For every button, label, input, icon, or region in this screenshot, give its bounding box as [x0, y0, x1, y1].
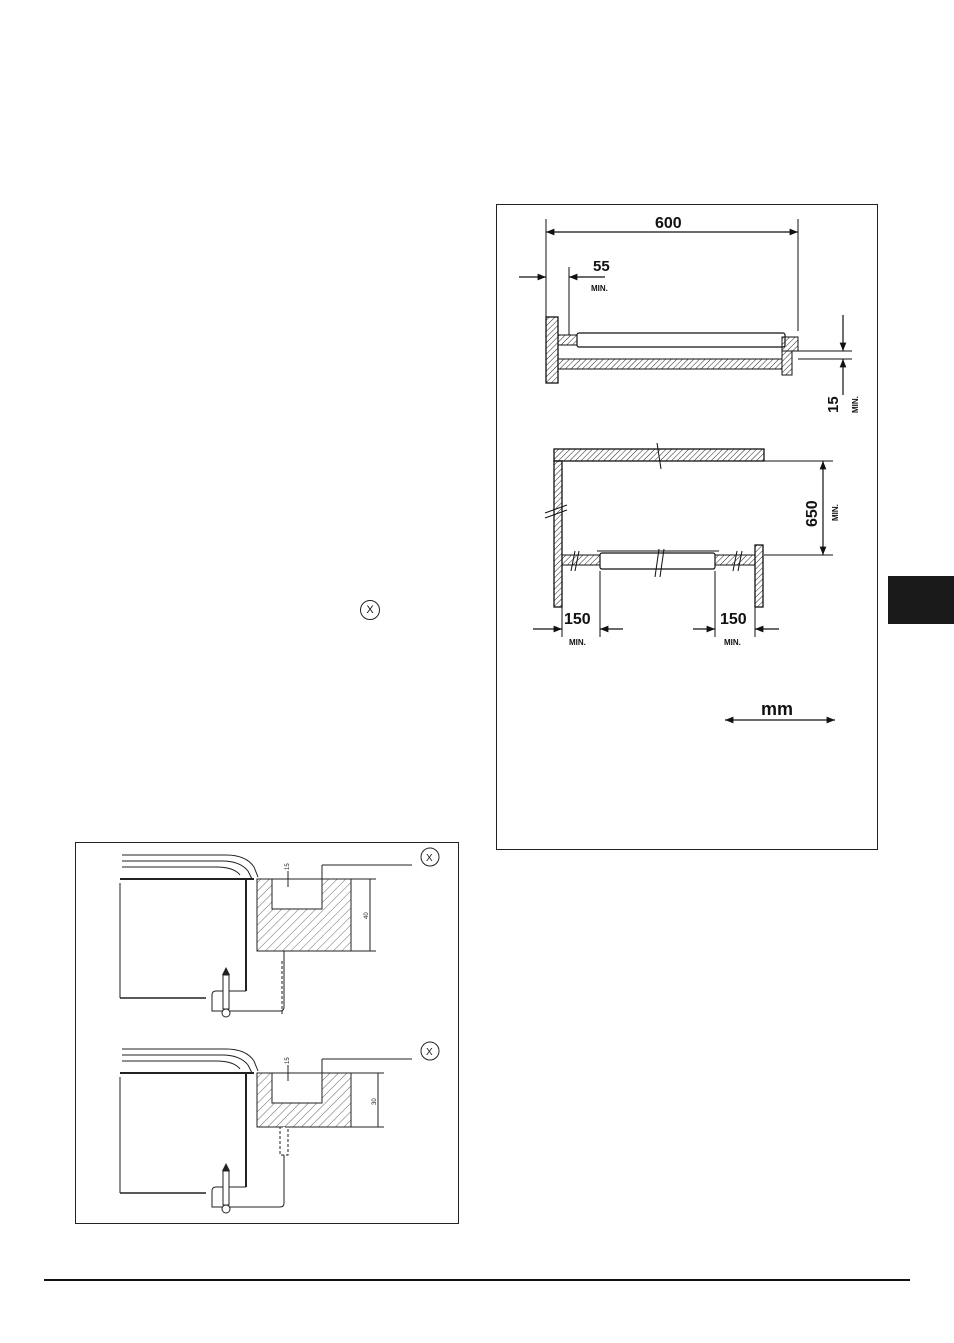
lower-height-dim: 30 [372, 1098, 378, 1105]
upper-x-callout: X [420, 847, 440, 867]
upper-height-dim: 40 [364, 912, 370, 919]
thumb-index-tab [888, 576, 954, 624]
left-side-note: MIN. [569, 638, 586, 647]
lower-small-dim: 15 [285, 1057, 291, 1064]
unit-label: mm [761, 699, 793, 719]
height-label: 650 [804, 500, 821, 527]
dimension-diagram: 600 55 MIN. 15 MIN. [519, 215, 860, 724]
callout-x-marker: X [360, 600, 380, 620]
section-figure: 15 40 X 15 [75, 842, 459, 1224]
section-diagram: 15 40 X 15 [119, 847, 440, 1214]
upper-x-marker: X [426, 853, 433, 864]
left-side-label: 150 [564, 611, 591, 628]
clearance-note: MIN. [591, 284, 608, 293]
depth-note: MIN. [851, 396, 860, 413]
height-note: MIN. [831, 504, 840, 521]
footer-rule [44, 1279, 910, 1281]
upper-small-dim: 15 [285, 863, 291, 870]
depth-label: 15 [825, 396, 842, 413]
right-side-label: 150 [720, 611, 747, 628]
width-label: 600 [655, 215, 682, 232]
lower-section: 15 30 [119, 1048, 412, 1214]
lower-x-callout: X [420, 1041, 440, 1061]
clearance-label: 55 [593, 258, 610, 275]
dimension-figure: 600 55 MIN. 15 MIN. [496, 204, 878, 850]
upper-section: 15 40 [119, 854, 412, 1018]
lower-x-marker: X [426, 1047, 433, 1058]
right-side-note: MIN. [724, 638, 741, 647]
